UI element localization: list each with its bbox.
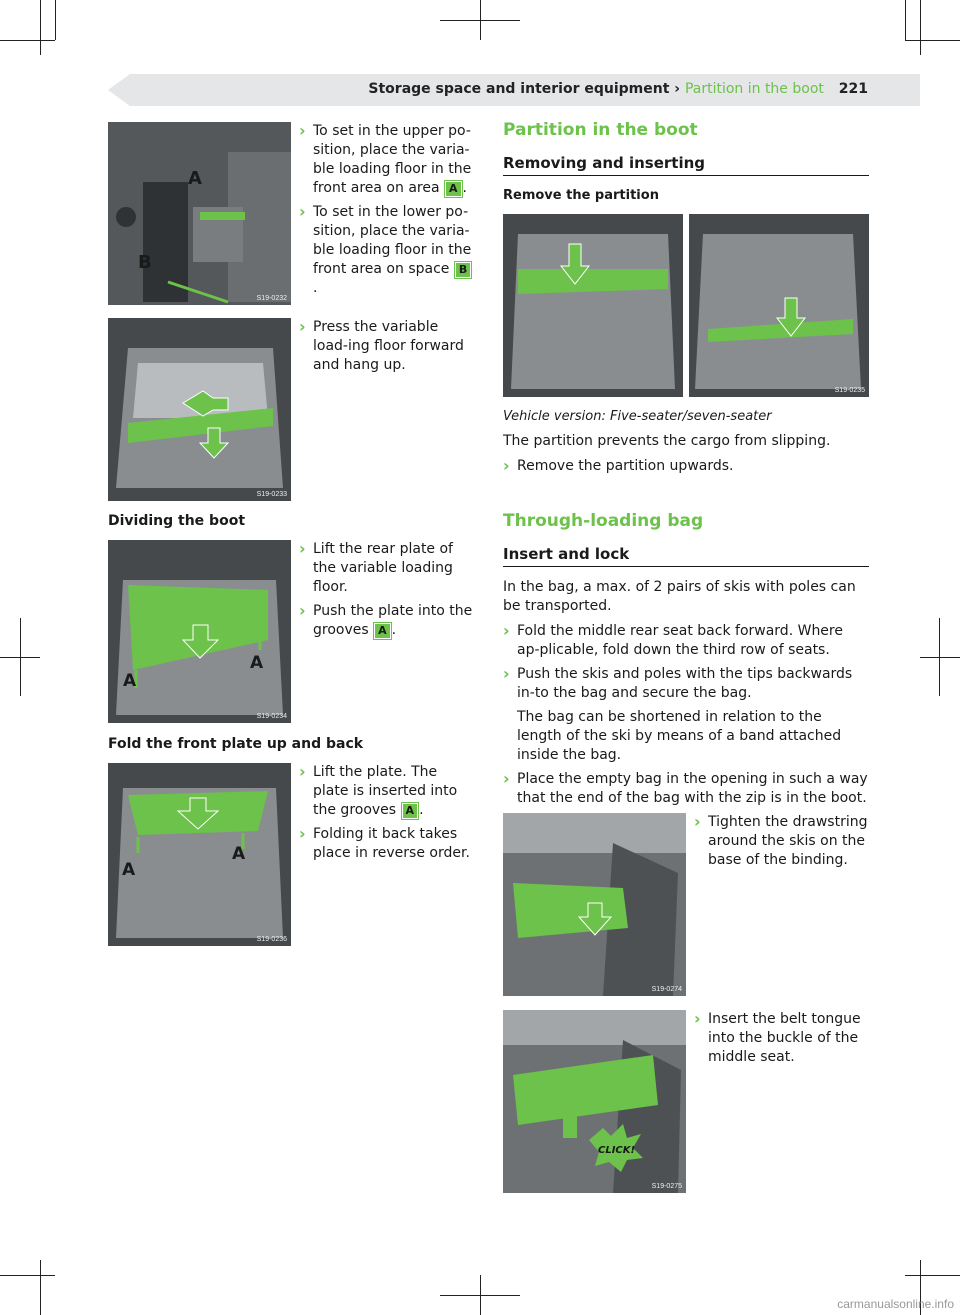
figure-illustration: A A xyxy=(108,540,291,723)
figure-illustration xyxy=(503,813,686,996)
watermark: carmanualsonline.info xyxy=(837,1297,954,1311)
bag-intro: In the bag, a max. of 2 pairs of skis wi… xyxy=(503,579,856,614)
step-press: Press the variable load-ing floor forwar… xyxy=(299,317,475,375)
step-tighten: Tighten the drawstring around the skis o… xyxy=(694,812,869,870)
steps-remove-partition: Remove the partition upwards. xyxy=(503,456,869,481)
steps-fold-front: Lift the plate. The plate is inserted in… xyxy=(299,762,475,868)
subhead-remove-partition: Remove the partition xyxy=(503,188,659,203)
callout-b: B xyxy=(138,252,152,273)
step-lift-rear: Lift the rear plate of the variable load… xyxy=(299,539,475,597)
ref-tag-a: A xyxy=(444,180,463,198)
ref-tag-a: A xyxy=(373,622,392,640)
header-section: Storage space and interior equipment xyxy=(368,81,670,97)
crop-mark xyxy=(40,0,41,55)
callout-a: A xyxy=(232,844,246,864)
callout-a: A xyxy=(188,168,202,189)
crop-mark xyxy=(920,0,921,55)
figure-code: S19-0233 xyxy=(256,491,287,498)
step-push-skis: Push the skis and poles with the tips ba… xyxy=(503,664,869,703)
figure-s19-0235: S19-0235 xyxy=(503,214,869,397)
figure-illustration xyxy=(503,214,869,397)
callout-a: A xyxy=(123,671,137,691)
ref-tag-b: B xyxy=(453,261,473,279)
figure-illustration: A A xyxy=(108,763,291,946)
step-insert-belt: Insert the belt tongue into the buckle o… xyxy=(694,1009,869,1067)
crop-mark xyxy=(480,0,481,40)
steps-tighten: Tighten the drawstring around the skis o… xyxy=(694,812,869,875)
subhead-dividing-boot: Dividing the boot xyxy=(108,513,246,529)
step-upper-position: To set in the upper po-sition, place the… xyxy=(299,121,475,198)
section-title-partition: Partition in the boot xyxy=(503,120,698,140)
section-title-bag: Through-loading bag xyxy=(503,511,704,531)
figure-s19-0233: S19-0233 xyxy=(108,318,291,501)
step-folding-back: Folding it back takes place in reverse o… xyxy=(299,824,475,863)
bag-shorten-note: The bag can be shortened in relation to … xyxy=(517,709,842,763)
crop-mark xyxy=(920,1260,921,1315)
steps-bag: Fold the middle rear seat back forward. … xyxy=(503,621,869,813)
figure-illustration: CLICK! xyxy=(503,1010,686,1193)
figure-s19-0234: A A S19-0234 xyxy=(108,540,291,723)
step-fold-seat: Fold the middle rear seat back forward. … xyxy=(503,621,869,660)
callout-a: A xyxy=(250,653,264,673)
step-push-plate: Push the plate into the grooves A. xyxy=(299,601,475,640)
crop-mark xyxy=(939,618,940,696)
running-header-bar xyxy=(108,74,920,106)
figure-s19-0274: S19-0274 xyxy=(503,813,686,996)
steps-insert-belt: Insert the belt tongue into the buckle o… xyxy=(694,1009,869,1072)
steps-dividing: Lift the rear plate of the variable load… xyxy=(299,539,475,645)
crop-mark xyxy=(905,0,906,40)
crop-mark xyxy=(0,40,55,41)
crop-mark xyxy=(905,40,960,41)
running-header: Storage space and interior equipment › P… xyxy=(368,81,868,97)
crop-mark xyxy=(0,1275,55,1276)
step-remove-up: Remove the partition upwards. xyxy=(503,456,869,476)
figure-s19-0232: A B S19-0232 xyxy=(108,122,291,305)
crop-mark xyxy=(905,1275,960,1276)
page-number: 221 xyxy=(838,81,868,97)
figure-illustration: A B xyxy=(108,122,291,305)
crop-mark xyxy=(20,618,21,696)
figure-code: S19-0232 xyxy=(256,295,287,302)
ref-tag-a: A xyxy=(400,802,420,820)
step-place-bag: Place the empty bag in the opening in su… xyxy=(503,769,869,808)
figure-code: S19-0235 xyxy=(834,387,865,394)
vehicle-version: Vehicle version: Five-seater/seven-seate… xyxy=(503,409,772,424)
step-lift-plate: Lift the plate. The plate is inserted in… xyxy=(299,762,475,820)
figure-illustration xyxy=(108,318,291,501)
steps-set-floor: To set in the upper po-sition, place the… xyxy=(299,121,475,303)
crop-mark xyxy=(55,0,56,40)
header-current: Partition in the boot xyxy=(684,81,824,97)
step-lower-position: To set in the lower po-sition, place the… xyxy=(299,202,475,298)
figure-code: S19-0234 xyxy=(256,713,287,720)
crop-mark xyxy=(920,657,960,658)
callout-a: A xyxy=(122,860,136,880)
figure-s19-0236: A A S19-0236 xyxy=(108,763,291,946)
callout-click: CLICK! xyxy=(598,1145,635,1156)
heading-removing-inserting: Removing and inserting xyxy=(503,154,869,176)
partition-description: The partition prevents the cargo from sl… xyxy=(503,433,831,449)
heading-insert-lock: Insert and lock xyxy=(503,545,869,567)
crop-mark xyxy=(480,1275,481,1315)
subhead-fold-front-plate: Fold the front plate up and back xyxy=(108,736,364,752)
header-separator: › xyxy=(674,81,681,97)
crop-mark xyxy=(40,1260,41,1315)
steps-press-floor: Press the variable load-ing floor forwar… xyxy=(299,317,475,380)
figure-code: S19-0275 xyxy=(651,1183,682,1190)
figure-s19-0275: CLICK! S19-0275 xyxy=(503,1010,686,1193)
figure-code: S19-0274 xyxy=(651,986,682,993)
figure-code: S19-0236 xyxy=(256,936,287,943)
